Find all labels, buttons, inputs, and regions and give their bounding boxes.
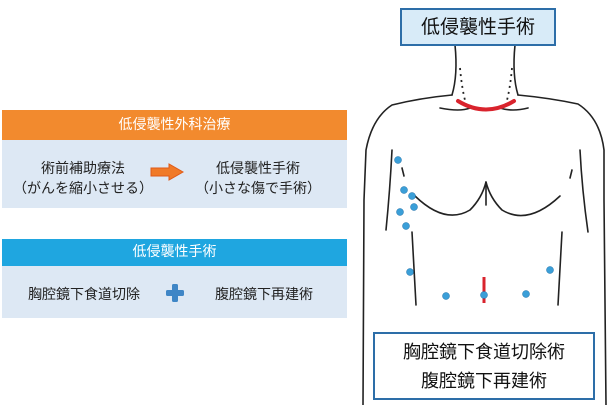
- neoadjuvant-label: 術前補助療法: [41, 161, 125, 177]
- port-dot: [480, 291, 488, 299]
- neck-left-line: [451, 44, 457, 96]
- procedure-name-box: 胸腔鏡下食道切除術 腹腔鏡下再建術: [373, 332, 595, 400]
- laparoscopic-reconstruction-label: 腹腔鏡下再建術: [215, 287, 313, 303]
- torso-right-outline: [517, 94, 607, 405]
- port-dot: [408, 192, 416, 200]
- port-dot: [402, 222, 410, 230]
- port-dot: [546, 266, 554, 274]
- neck-right-line: [513, 44, 519, 96]
- thoracoscopic-esophagectomy-label: 胸腔鏡下食道切除: [28, 287, 140, 303]
- rib-margin: [414, 181, 561, 217]
- top-title-box: 低侵襲性手術: [400, 8, 556, 46]
- panel-body-treatment: 術前補助療法 （がんを縮小させる） 低侵襲性手術 （小さな傷で手術）: [2, 140, 347, 208]
- left-arm-inner: [385, 149, 393, 231]
- neoadjuvant-note: （がんを縮小させる）: [13, 181, 153, 197]
- port-dot: [396, 208, 404, 216]
- torso-left-outline: [362, 94, 453, 405]
- right-arrow-icon: [150, 163, 185, 181]
- procedure-line-2: 腹腔鏡下再建術: [421, 371, 547, 392]
- port-dot: [394, 156, 402, 164]
- mis-note: （小さな傷で手術）: [195, 181, 321, 197]
- panel-header-minimally-invasive-treatment: 低侵襲性外科治療: [2, 110, 347, 140]
- port-dot: [406, 268, 414, 276]
- neck-incision: [456, 99, 516, 112]
- port-dot: [522, 290, 530, 298]
- plus-icon: [166, 284, 184, 302]
- mis-label: 低侵襲性手術: [216, 161, 300, 177]
- port-dot: [442, 292, 450, 300]
- port-dot: [410, 203, 418, 211]
- port-dot: [400, 186, 408, 194]
- panel-header-mis: 低侵襲性手術: [2, 239, 347, 266]
- panel-body-mis: 胸腔鏡下食道切除 腹腔鏡下再建術: [2, 266, 347, 318]
- right-arm-inner: [579, 149, 589, 233]
- procedure-line-1: 胸腔鏡下食道切除術: [403, 342, 565, 363]
